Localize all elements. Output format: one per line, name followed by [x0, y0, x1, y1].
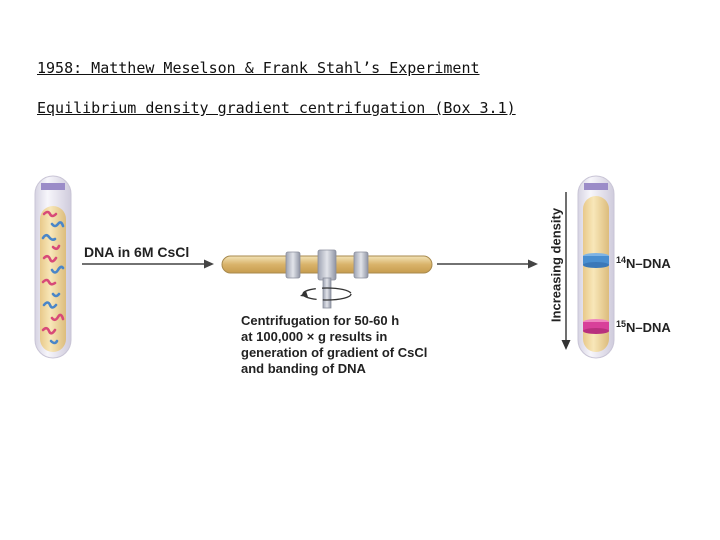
band-label-14n: 14N–DNA: [616, 255, 671, 271]
starting-tube: [34, 175, 72, 359]
band-15n: [583, 319, 609, 334]
slide-title: 1958: Matthew Meselson & Frank Stahl’s E…: [37, 59, 480, 77]
density-axis-arrow: [561, 192, 571, 350]
caption-line: at 100,000 × g results in: [241, 329, 388, 344]
caption-line: and banding of DNA: [241, 361, 366, 376]
cscl-gradient: [583, 196, 609, 352]
band-label-15n: 15N–DNA: [616, 319, 671, 335]
centrifuge-rotor: [221, 249, 433, 309]
dna-molecules: [41, 210, 65, 345]
banded-tube: [577, 175, 615, 359]
tube-cap: [584, 183, 608, 190]
rotor-spindle: [322, 277, 332, 309]
centrifugation-caption: Centrifugation for 50-60 h at 100,000 × …: [241, 313, 427, 377]
band-name: N–DNA: [626, 320, 671, 335]
arrow-to-result: [437, 259, 538, 269]
band-14n: [583, 253, 609, 268]
tube-cap: [41, 183, 65, 190]
density-axis-label: Increasing density: [548, 207, 564, 323]
arrow-to-centrifuge: [82, 259, 214, 269]
slide-subtitle: Equilibrium density gradient centrifugat…: [37, 99, 516, 117]
isotope-number: 14: [616, 255, 627, 265]
band-name: N–DNA: [626, 256, 671, 271]
isotope-number: 15: [616, 319, 627, 329]
starting-sample-label: DNA in 6M CsCl: [84, 244, 190, 260]
caption-line: generation of gradient of CsCl: [241, 345, 428, 360]
caption-line: Centrifugation for 50-60 h: [241, 313, 400, 328]
